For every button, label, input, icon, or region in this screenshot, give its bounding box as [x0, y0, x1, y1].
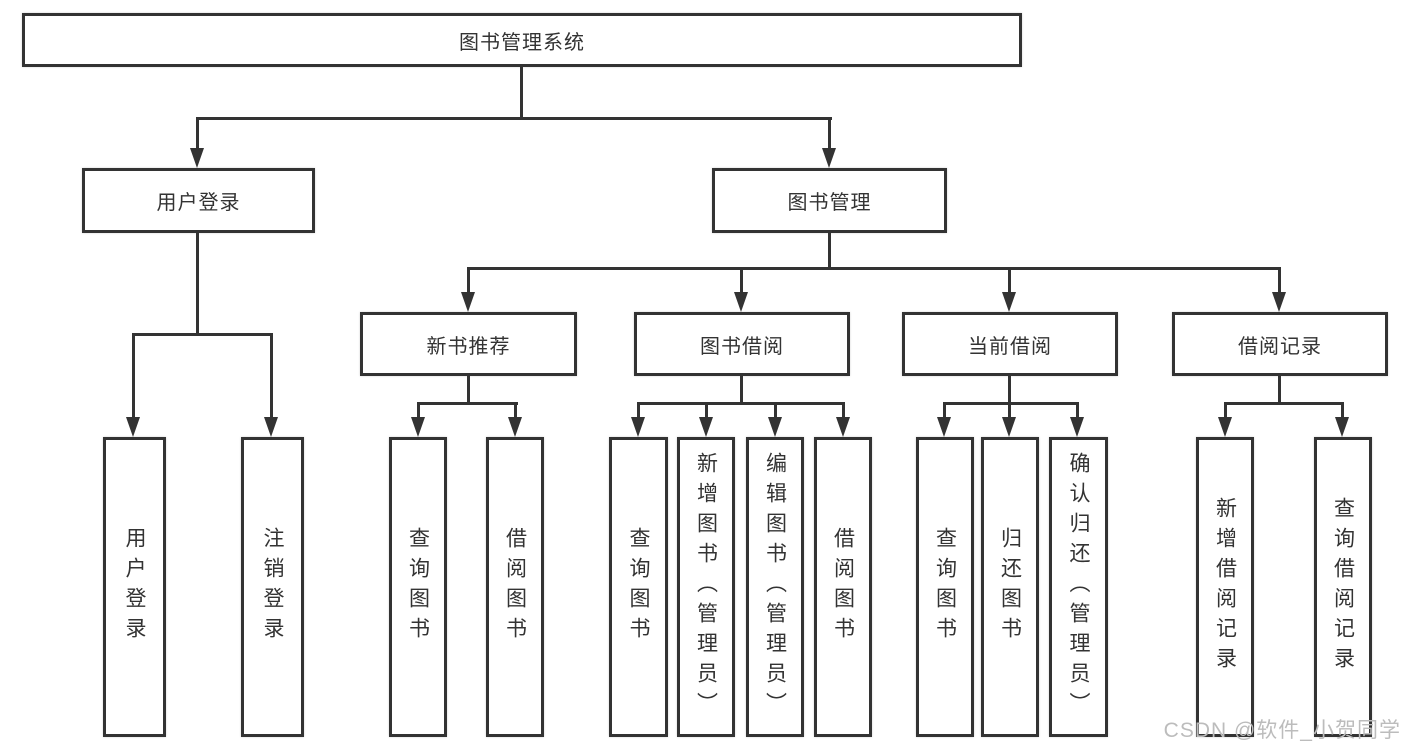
connector-line [196, 233, 199, 336]
arrow-down-icon [1218, 417, 1232, 437]
connector-line [520, 67, 523, 119]
connector-line [196, 117, 832, 120]
connector-line [774, 402, 777, 418]
arrow-down-icon [836, 417, 850, 437]
connector-line [828, 117, 831, 149]
leaf-query-books-borrowing: 查询图书 [609, 437, 668, 737]
connector-line [740, 267, 743, 293]
node-user-login: 用户登录 [82, 168, 315, 233]
leaf-add-book-admin-label: 新增图书（管理员） [694, 452, 718, 722]
connector-line [467, 376, 470, 405]
connector-line [740, 376, 743, 405]
leaf-add-borrow-record: 新增借阅记录 [1196, 437, 1254, 737]
connector-line [828, 233, 831, 270]
connector-line [842, 402, 845, 418]
node-root: 图书管理系统 [22, 13, 1022, 67]
node-book-borrowing: 图书借阅 [634, 312, 850, 376]
arrow-down-icon [822, 148, 836, 168]
arrow-down-icon [734, 292, 748, 312]
node-new-book-recommend-label: 新书推荐 [426, 335, 511, 358]
node-book-borrowing-label: 图书借阅 [700, 335, 784, 358]
leaf-return-book-label: 归还图书 [998, 527, 1022, 647]
leaf-add-book-admin: 新增图书（管理员） [677, 437, 735, 737]
connector-line [417, 402, 518, 405]
arrow-down-icon [1335, 417, 1349, 437]
leaf-return-book: 归还图书 [981, 437, 1039, 737]
leaf-logout: 注销登录 [241, 437, 304, 737]
leaf-logout-label: 注销登录 [261, 527, 284, 647]
node-borrowing-records-label: 借阅记录 [1238, 335, 1322, 358]
leaf-add-borrow-record-label: 新增借阅记录 [1213, 497, 1237, 677]
connector-line [943, 402, 1079, 405]
leaf-user-login: 用户登录 [103, 437, 166, 737]
connector-line [943, 402, 946, 418]
node-user-login-label: 用户登录 [156, 192, 241, 214]
connector-line [132, 333, 272, 336]
connector-line [417, 402, 420, 418]
arrow-down-icon [768, 417, 782, 437]
leaf-edit-book-admin-label: 编辑图书（管理员） [763, 452, 787, 722]
node-book-management: 图书管理 [712, 168, 947, 233]
leaf-query-books-recommend: 查询图书 [389, 437, 447, 737]
leaf-borrow-books-recommend-label: 借阅图书 [503, 527, 527, 647]
arrow-down-icon [699, 417, 713, 437]
connector-line [467, 267, 470, 293]
node-new-book-recommend: 新书推荐 [360, 312, 577, 376]
connector-line [196, 117, 199, 149]
csdn-watermark: CSDN @软件_小贺同学 [1163, 719, 1401, 742]
connector-line [132, 333, 135, 418]
leaf-borrow-books-recommend: 借阅图书 [486, 437, 544, 737]
leaf-borrow-books-borrowing-label: 借阅图书 [831, 527, 855, 647]
node-current-borrowing-label: 当前借阅 [968, 335, 1052, 358]
connector-line [1008, 267, 1011, 293]
connector-line [705, 402, 708, 418]
node-root-label: 图书管理系统 [459, 31, 585, 54]
arrow-down-icon [264, 417, 278, 437]
leaf-query-borrow-record: 查询借阅记录 [1314, 437, 1372, 737]
connector-line [1278, 376, 1281, 405]
connector-line [637, 402, 845, 405]
leaf-borrow-books-borrowing: 借阅图书 [814, 437, 872, 737]
arrow-down-icon [1002, 417, 1016, 437]
connector-line [1224, 402, 1344, 405]
node-current-borrowing: 当前借阅 [902, 312, 1118, 376]
arrow-down-icon [126, 417, 140, 437]
arrow-down-icon [508, 417, 522, 437]
node-book-management-label: 图书管理 [787, 192, 872, 214]
leaf-confirm-return-admin-label: 确认归还（管理员） [1067, 452, 1090, 722]
arrow-down-icon [190, 148, 204, 168]
connector-line [514, 402, 517, 418]
arrow-down-icon [1272, 292, 1286, 312]
connector-line [1341, 402, 1344, 418]
arrow-down-icon [1002, 292, 1016, 312]
node-borrowing-records: 借阅记录 [1172, 312, 1388, 376]
leaf-query-books-borrowing-label: 查询图书 [627, 527, 650, 647]
connector-line [467, 267, 1281, 270]
connector-line [1008, 376, 1011, 405]
leaf-user-login-label: 用户登录 [123, 527, 146, 647]
connector-line [1224, 402, 1227, 418]
arrow-down-icon [1070, 417, 1084, 437]
connector-line [637, 402, 640, 418]
connector-line [1008, 402, 1011, 418]
arrow-down-icon [631, 417, 645, 437]
leaf-query-books-current: 查询图书 [916, 437, 974, 737]
connector-line [1076, 402, 1079, 418]
connector-line [1278, 267, 1281, 293]
leaf-confirm-return-admin: 确认归还（管理员） [1049, 437, 1108, 737]
leaf-edit-book-admin: 编辑图书（管理员） [746, 437, 804, 737]
arrow-down-icon [411, 417, 425, 437]
arrow-down-icon [937, 417, 951, 437]
connector-line [270, 333, 273, 418]
leaf-query-borrow-record-label: 查询借阅记录 [1331, 497, 1355, 677]
leaf-query-books-current-label: 查询图书 [933, 527, 957, 647]
leaf-query-books-recommend-label: 查询图书 [406, 527, 430, 647]
arrow-down-icon [461, 292, 475, 312]
